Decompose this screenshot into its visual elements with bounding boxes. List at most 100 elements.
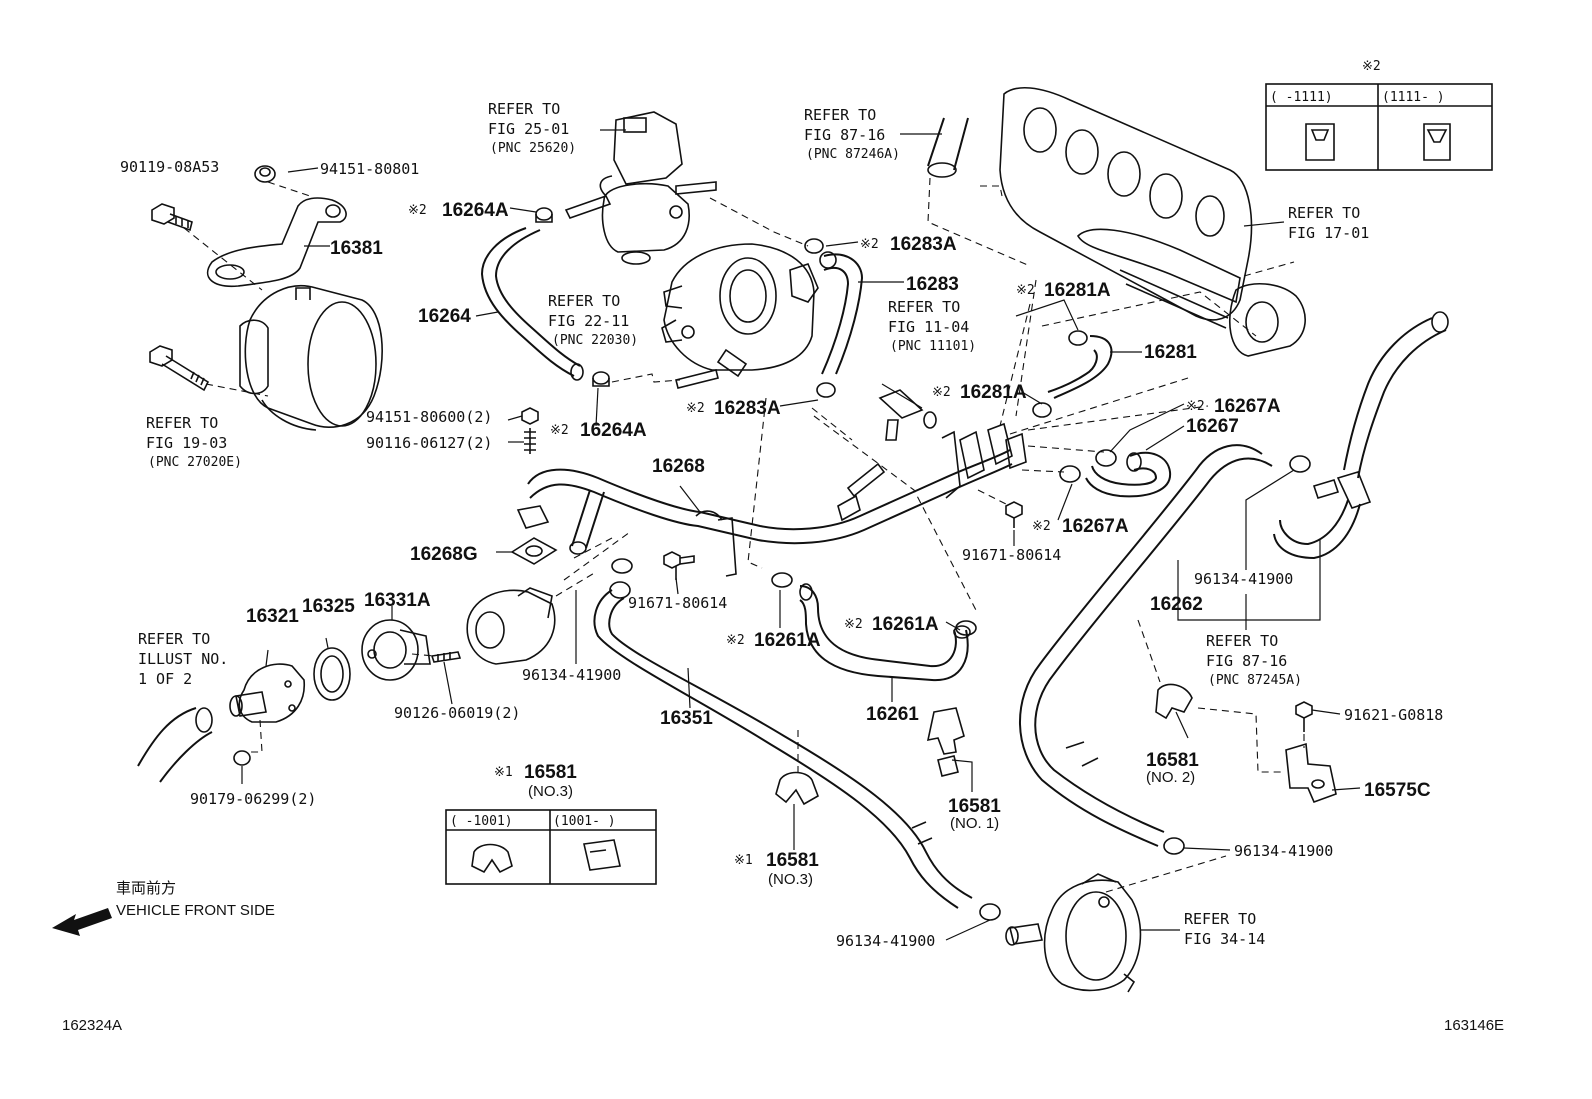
label-90116: 90116-06127(2) [366,434,492,452]
bracket-16575C [1285,742,1337,804]
table2-mark: ※2 [1362,59,1381,74]
intake-manifold [999,86,1253,329]
nut-94151 [254,165,276,183]
label-16581-no2: 16581 [1146,750,1199,771]
label-16283A-top: 16283A [890,234,957,255]
hose-16267 [1085,451,1172,498]
throttle-body [661,243,819,378]
refer-3414-line2: FIG 34-14 [1184,930,1265,948]
code-left: 162324A [62,1017,122,1034]
clamp-96134-a [611,558,633,574]
front-label-en: VEHICLE FRONT SIDE [116,902,275,919]
egr-valve [564,111,717,265]
clamp-96134-d [979,903,1001,921]
refer-1701-line1: REFER TO [1288,204,1360,222]
hose-16261 [799,583,971,682]
refer-8716a-line3: (PNC 87246A) [806,147,900,162]
mark-2-16267A-bot: ※2 [1032,519,1051,534]
mark-2-16283A-top: ※2 [860,237,879,252]
table1-col2: (1001- ) [553,814,616,829]
hose-16283 [819,251,864,375]
nut-90179 [233,750,251,766]
clamp-96134-b [1289,455,1311,473]
table1-col1: ( -1001) [450,814,513,829]
code-right: 163146E [1444,1017,1504,1034]
mark-2-16264A-top: ※2 [408,203,427,218]
refer-2501-line1: REFER TO [488,100,560,118]
label-16267A-bot: 16267A [1062,516,1129,537]
pipe-bracket [695,510,737,577]
thermostat-16331A [361,619,431,681]
label-90126: 90126-06019(2) [394,704,520,722]
label-16267: 16267 [1186,416,1239,437]
label-16321: 16321 [246,606,299,627]
label-91621: 91621-G0818 [1344,706,1443,724]
bypass-tube-end [837,494,861,522]
clamp-96134-c [1163,837,1185,855]
pipe-87246A [927,117,969,178]
label-96134-left: 96134-41900 [522,666,621,684]
label-16264: 16264 [418,306,471,327]
clamp-16267A-top [1095,449,1117,467]
clamp-16267A-bot [1059,465,1081,483]
bolt-long [149,345,210,392]
front-arrow-icon [52,908,112,936]
bolt-91621 [1295,701,1313,732]
bolt-91671-right [1005,501,1023,528]
label-16331A: 16331A [364,590,431,611]
clamp-16283A-bot [816,382,836,398]
label-96134-bottom: 96134-41900 [836,932,935,950]
gasket-16325 [313,647,351,701]
table2-col2: (1111- ) [1382,90,1445,105]
mark-2-16281A-top: ※2 [1016,283,1035,298]
refer-8716a-line2: FIG 87-16 [804,126,885,144]
pipe-branch-tube [569,489,605,555]
label-16267A-top: 16267A [1214,396,1281,417]
label-16262: 16262 [1150,594,1203,615]
refer-illust-line1: REFER TO [138,630,210,648]
bracket-16381 [206,197,347,287]
label-16281A-top: 16281A [1044,280,1111,301]
leader-lines [241,129,1361,941]
label-94151-80600: 94151-80600(2) [366,408,492,426]
label-94151-80801: 94151-80801 [320,160,419,178]
label-16281: 16281 [1144,342,1197,363]
label-91671-right: 91671-80614 [962,546,1061,564]
clamp-16283A-top [804,238,824,254]
clamp-16281A-top [1068,330,1088,346]
refer-illust-line2: ILLUST NO. [138,650,228,668]
label-16575C: 16575C [1364,780,1431,801]
throttle-nipple [675,369,719,389]
refer-1903-line2: FIG 19-03 [146,434,227,452]
refer-1104-line1: REFER TO [888,298,960,316]
label-91671-left: 91671-80614 [628,594,727,612]
inlet-housing [466,587,556,665]
front-label-jp: 車両前方 [116,880,176,897]
label-16581-no1: 16581 [948,796,1001,817]
radiator-hose [137,707,213,783]
mark-2-16267A-top: ※2 [1186,399,1205,414]
cooler-3414 [1005,873,1142,993]
stud-90116 [524,428,536,454]
gasket-16268G [510,537,558,565]
refer-1903-line3: (PNC 27020E) [148,455,242,470]
table1-no3: (NO.3) [528,783,573,800]
label-16351: 16351 [660,708,713,729]
table1-part: 16581 [524,762,577,783]
refer-2501-line2: FIG 25-01 [488,120,569,138]
refer-1903-line1: REFER TO [146,414,218,432]
label-96134-bottom-right: 96134-41900 [1234,842,1333,860]
label-16264A-bot: 16264A [580,420,647,441]
table1-mark: ※1 [494,765,513,780]
mark-2-16261A-left: ※2 [726,633,745,648]
label-16283A-bot: 16283A [714,398,781,419]
label-16581-no3: 16581 [766,850,819,871]
label-16268G: 16268G [410,544,478,565]
clamp-16281A-bot [1032,402,1052,418]
label-90179: 90179-06299(2) [190,790,316,808]
label-16325: 16325 [302,596,355,617]
refer-8716b-line1: REFER TO [1206,632,1278,650]
refer-2211-line2: FIG 22-11 [548,312,629,330]
